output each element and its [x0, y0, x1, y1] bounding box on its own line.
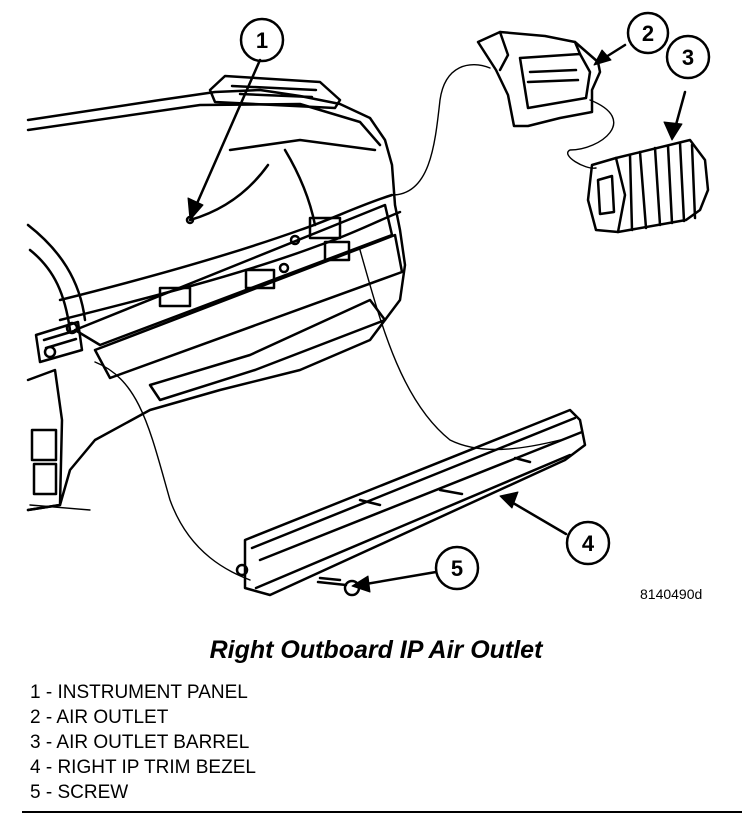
legend-item-5: 5 - SCREW: [30, 782, 129, 803]
callout-number-4: 4: [582, 531, 595, 556]
air-outlet-drawing: [476, 30, 602, 128]
right-ip-trim-bezel-drawing: [235, 408, 587, 597]
callout-circle-5: [434, 545, 480, 591]
exploded-diagram: 1 2 3 4 5: [26, 11, 711, 597]
callout-number-5: 5: [451, 556, 463, 581]
leader-lines: [193, 43, 687, 587]
bottom-rule: [22, 811, 742, 813]
callout-circle-4: [565, 520, 611, 566]
parts-legend: 1 - INSTRUMENT PANEL 2 - AIR OUTLET 3 - …: [30, 680, 256, 805]
legend-item-1: 1 - INSTRUMENT PANEL: [30, 682, 248, 703]
legend-item-3: 3 - AIR OUTLET BARREL: [30, 732, 250, 753]
air-outlet-barrel-drawing: [586, 138, 710, 234]
callout-number-1: 1: [256, 28, 268, 53]
callout-number-2: 2: [642, 21, 654, 46]
callout-number-3: 3: [682, 45, 694, 70]
assembly-paths: [29, 64, 615, 581]
figure-caption: Right Outboard IP Air Outlet: [209, 636, 543, 664]
instrument-panel-drawing: [26, 74, 407, 512]
legend-item-2: 2 - AIR OUTLET: [30, 707, 169, 728]
callout-circle-3: [665, 34, 711, 80]
callout-circle-1: [239, 17, 285, 63]
figure-code: 8140490d: [640, 586, 703, 602]
callout-circle-2: [626, 11, 670, 55]
legend-item-4: 4 - RIGHT IP TRIM BEZEL: [30, 757, 256, 778]
